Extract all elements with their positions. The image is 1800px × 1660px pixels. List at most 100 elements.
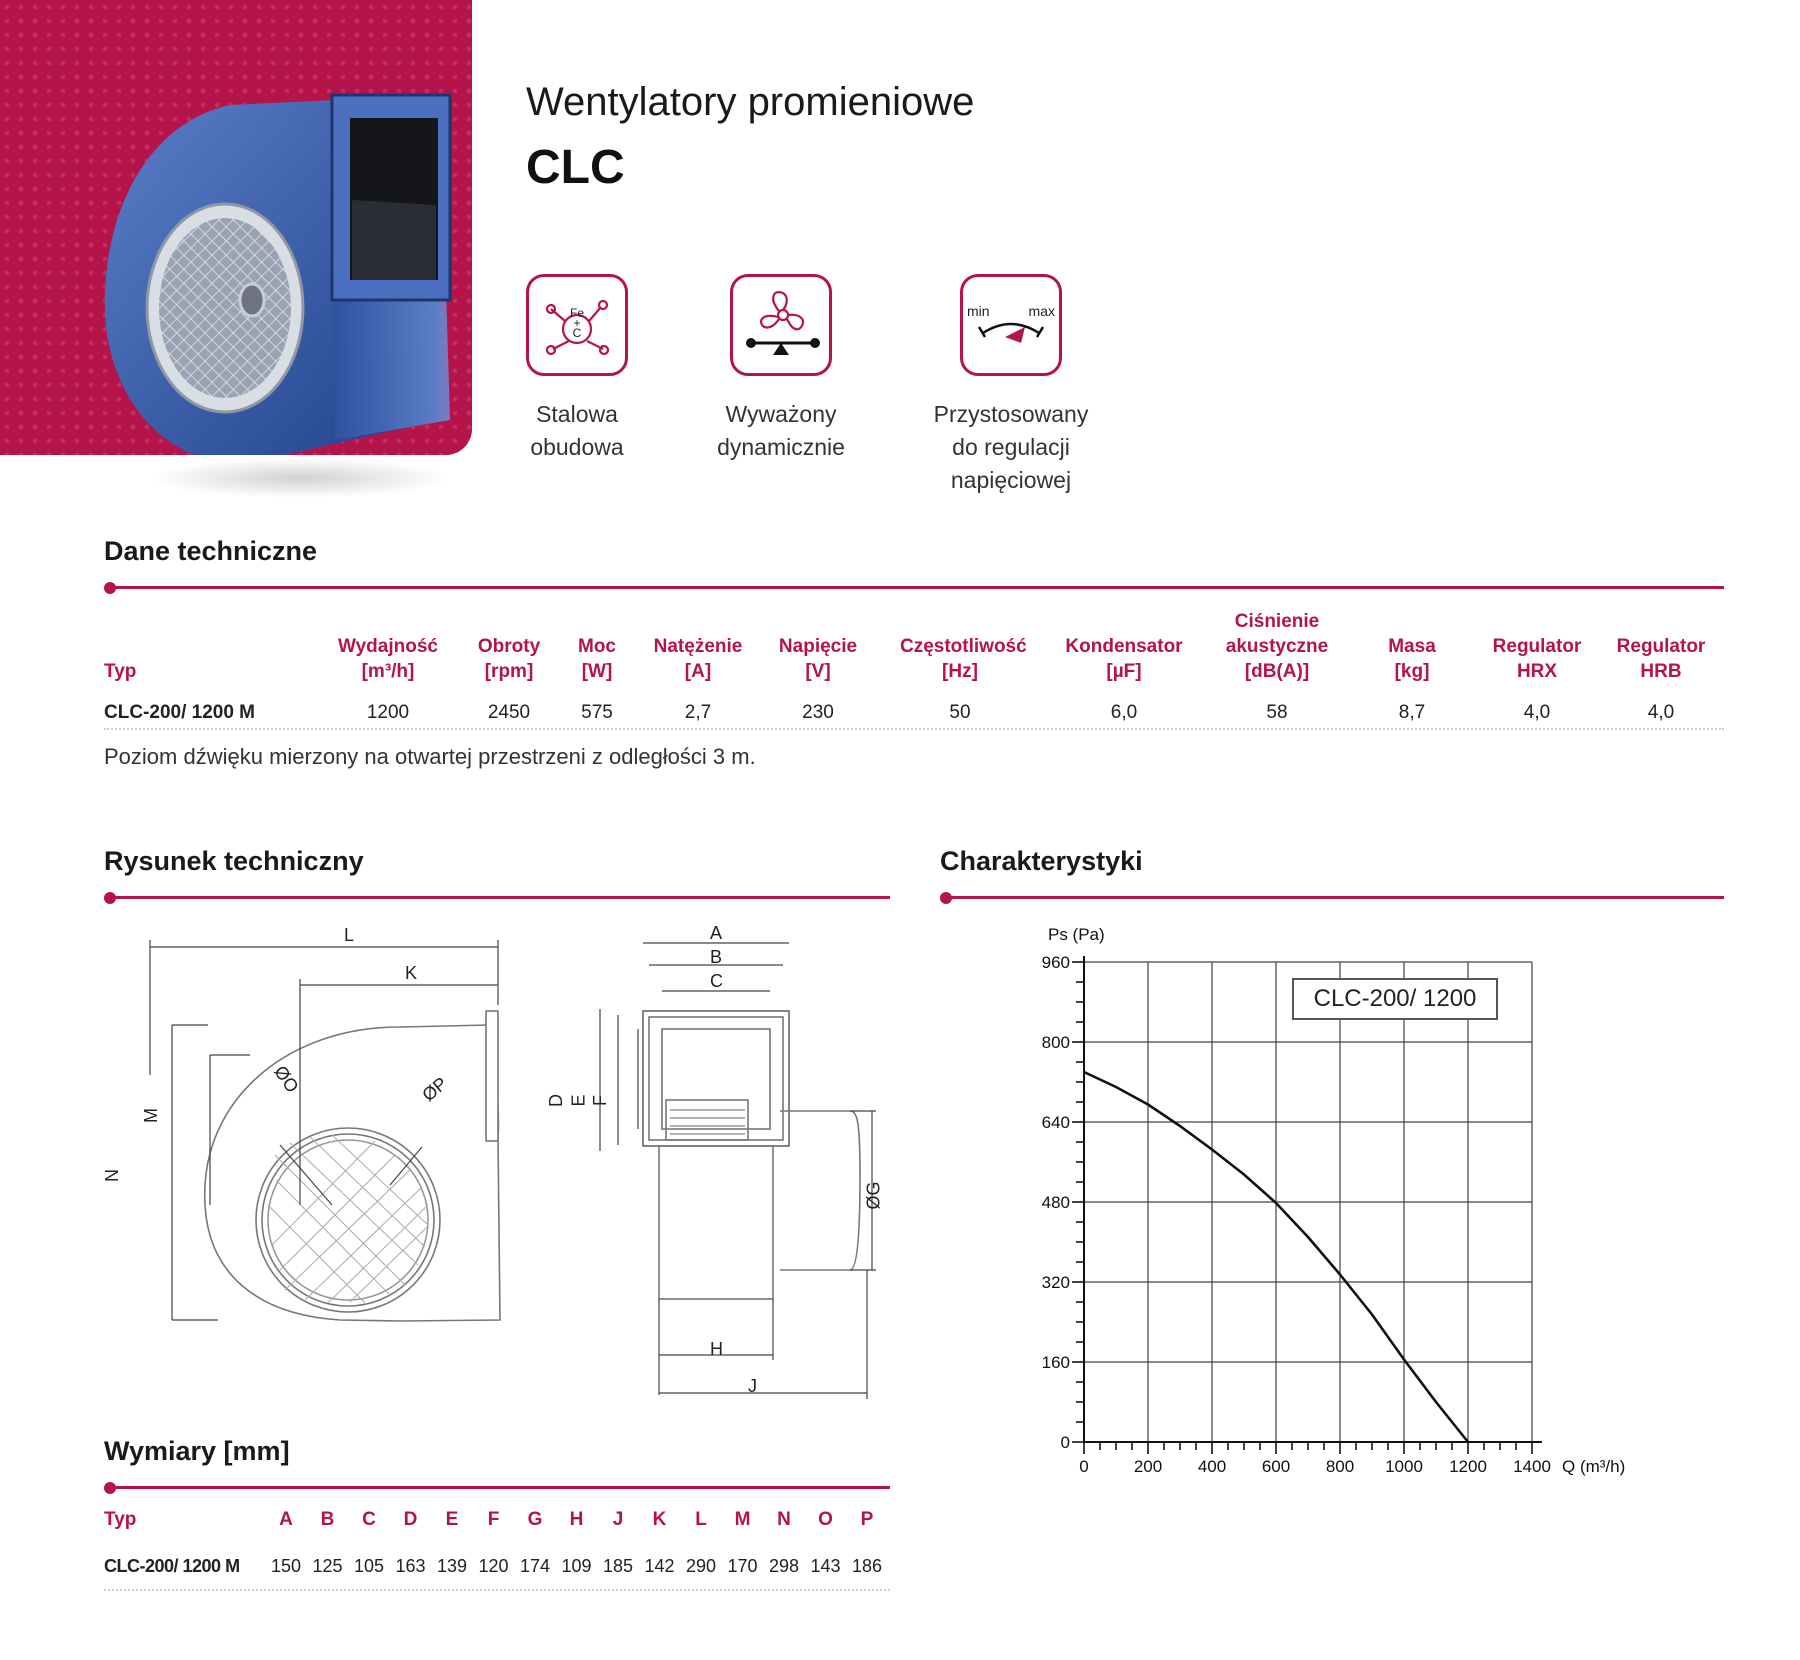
dims-header-11: L bbox=[695, 1509, 707, 1530]
series-line-0 bbox=[1083, 1070, 1470, 1443]
tech-cell-5: 230 bbox=[802, 702, 834, 723]
feature-steel-housing: Fe + C Stalowa obudowa bbox=[482, 274, 672, 464]
product-model-title: CLC bbox=[526, 141, 625, 194]
y-tick-label: 640 bbox=[1042, 1113, 1070, 1132]
section-title-chart: Charakterystyki bbox=[940, 846, 1143, 876]
y-tick-label: 800 bbox=[1042, 1033, 1070, 1052]
dims-header-12: M bbox=[734, 1509, 751, 1530]
dim-label-G: ØG bbox=[863, 1181, 884, 1210]
tech-cell-9: 8,7 bbox=[1398, 702, 1426, 723]
fe-text: Fe bbox=[569, 306, 584, 320]
dims-cell-10: 142 bbox=[644, 1556, 675, 1576]
section-title-drawing: Rysunek techniczny bbox=[104, 846, 364, 876]
section-title-tech: Dane techniczne bbox=[104, 536, 318, 566]
section-line bbox=[110, 586, 1724, 589]
dim-label-K: K bbox=[405, 963, 418, 983]
tech-header-5: Napięcie[V] bbox=[778, 636, 858, 682]
x-tick-label: 0 bbox=[1079, 1457, 1088, 1476]
tech-cell-2: 2450 bbox=[487, 702, 531, 723]
x-tick-label: 1000 bbox=[1385, 1457, 1423, 1476]
dims-cell-1: 150 bbox=[270, 1556, 302, 1576]
chart-legend: CLC-200/ 1200 bbox=[1292, 978, 1498, 1020]
dims-cell-15: 186 bbox=[851, 1556, 883, 1576]
dims-header-14: O bbox=[818, 1509, 833, 1530]
section-title-dims: Wymiary [mm] bbox=[104, 1436, 290, 1466]
section-line bbox=[110, 896, 890, 899]
dims-cell-7: 174 bbox=[519, 1556, 551, 1576]
dims-header-7: G bbox=[527, 1509, 543, 1530]
dims-cell-6: 120 bbox=[478, 1556, 509, 1576]
dims-header-10: K bbox=[652, 1509, 667, 1530]
dim-label-J: J bbox=[748, 1376, 757, 1396]
dim-label-L: L bbox=[344, 925, 355, 945]
tech-cell-11: 4,0 bbox=[1647, 702, 1675, 723]
y-tick-label: 480 bbox=[1042, 1193, 1070, 1212]
tech-header-7: Kondensator[µF] bbox=[1065, 636, 1183, 682]
c-text: C bbox=[572, 326, 582, 340]
dims-header-5: E bbox=[445, 1509, 459, 1530]
feature-label: Wyważony dynamicznie bbox=[717, 401, 845, 460]
tech-cell-8: 58 bbox=[1266, 702, 1288, 723]
tech-cell-4: 2,7 bbox=[684, 702, 712, 723]
dims-header-2: B bbox=[320, 1509, 335, 1530]
dims-cell-4: 163 bbox=[395, 1556, 426, 1576]
tech-cell-0: CLC-200/ 1200 M bbox=[104, 702, 256, 723]
feature-balanced: Wyważony dynamicznie bbox=[686, 274, 876, 464]
technical-drawing: L K M N ØO ØP A B C D E F ØG H J bbox=[100, 915, 890, 1420]
row-divider bbox=[104, 728, 1724, 730]
dims-cell-13: 298 bbox=[768, 1556, 800, 1576]
x-tick-label: 200 bbox=[1134, 1457, 1162, 1476]
dims-header-3: C bbox=[362, 1509, 376, 1530]
steel-housing-icon: Fe + C bbox=[526, 274, 628, 376]
tech-header-4: Natężenie[A] bbox=[653, 636, 743, 682]
y-axis-label: Ps (Pa) bbox=[1048, 925, 1105, 944]
dims-cell-14: 143 bbox=[810, 1556, 841, 1576]
dims-cell-2: 125 bbox=[312, 1556, 343, 1576]
voltage-regulation-icon: min max bbox=[960, 274, 1062, 376]
product-hero-image bbox=[0, 0, 472, 455]
dims-header-4: D bbox=[403, 1509, 418, 1530]
dims-header-6: F bbox=[487, 1509, 500, 1530]
section-line bbox=[110, 1486, 890, 1489]
feature-voltage-regulation: min max Przystosowany do regulacji napię… bbox=[916, 274, 1106, 497]
dim-label-D: D bbox=[546, 1094, 566, 1107]
dim-label-A: A bbox=[710, 923, 723, 943]
dim-label-N: N bbox=[102, 1169, 122, 1182]
dims-header-15: P bbox=[860, 1509, 874, 1530]
dims-cell-12: 170 bbox=[727, 1556, 758, 1576]
feature-label: Stalowa obudowa bbox=[530, 401, 624, 460]
dims-header-8: H bbox=[569, 1509, 584, 1530]
dim-label-F: F bbox=[590, 1095, 610, 1106]
tech-cell-7: 6,0 bbox=[1110, 702, 1138, 723]
x-tick-label: 1200 bbox=[1449, 1457, 1487, 1476]
section-line bbox=[946, 896, 1724, 899]
x-tick-label: 800 bbox=[1326, 1457, 1354, 1476]
dims-cell-8: 109 bbox=[561, 1556, 592, 1576]
fan-illustration bbox=[104, 93, 452, 455]
tech-cell-1: 1200 bbox=[366, 702, 410, 723]
tech-header-2: Obroty[rpm] bbox=[477, 636, 541, 682]
dims-cell-0: CLC-200/ 1200 M bbox=[104, 1556, 240, 1576]
dim-label-H: H bbox=[710, 1339, 723, 1359]
dim-label-M: M bbox=[141, 1108, 161, 1123]
tech-cell-6: 50 bbox=[949, 702, 971, 723]
y-tick-label: 160 bbox=[1042, 1353, 1070, 1372]
tech-header-1: Wydajność[m³/h] bbox=[338, 636, 438, 682]
y-tick-label: 320 bbox=[1042, 1273, 1070, 1292]
dims-cell-5: 139 bbox=[436, 1556, 468, 1576]
dim-label-B: B bbox=[710, 947, 723, 967]
tech-cell-3: 575 bbox=[581, 702, 613, 723]
dim-label-C: C bbox=[710, 971, 723, 991]
feature-label: Przystosowany do regulacji napięciowej bbox=[933, 401, 1089, 493]
dims-header-1: A bbox=[279, 1509, 293, 1530]
tech-cell-10: 4,0 bbox=[1523, 702, 1551, 723]
tech-header-9: Masa[kg] bbox=[1388, 636, 1436, 682]
dims-header-13: N bbox=[777, 1509, 791, 1530]
product-family-title: Wentylatory promieniowe bbox=[526, 80, 975, 124]
dims-header-0: Typ bbox=[104, 1509, 137, 1530]
y-tick-label: 960 bbox=[1042, 953, 1070, 972]
x-tick-label: 1400 bbox=[1513, 1457, 1551, 1476]
